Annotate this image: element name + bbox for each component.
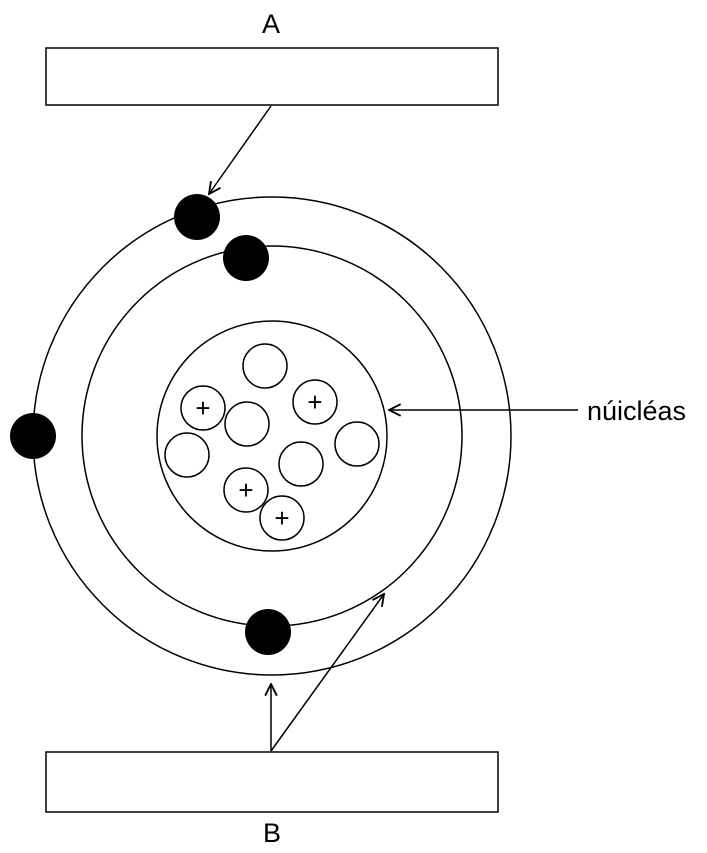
- answer-box-a[interactable]: [45, 47, 499, 106]
- neutron: [334, 421, 380, 467]
- outer-shell: [32, 196, 512, 676]
- arrow-a: [209, 105, 272, 194]
- electron: [10, 413, 56, 459]
- answer-box-b[interactable]: [45, 751, 499, 813]
- neutron: [242, 343, 288, 389]
- proton: +: [259, 495, 305, 541]
- label-a: A: [262, 9, 280, 39]
- nucleus-label: núicléas: [587, 396, 686, 426]
- plus-sign: +: [238, 475, 253, 505]
- neutron: [164, 432, 210, 478]
- inner-shell: [81, 245, 463, 627]
- label-b: B: [263, 818, 281, 848]
- neutron: [278, 441, 324, 487]
- electron: [245, 609, 291, 655]
- electron: [174, 194, 220, 240]
- plus-sign: +: [274, 503, 289, 533]
- electron: [223, 235, 269, 281]
- neutron: [224, 401, 270, 447]
- nucleus: [156, 320, 388, 552]
- proton: +: [180, 385, 226, 431]
- proton: +: [223, 467, 269, 513]
- arrow-b-inner: [270, 594, 384, 752]
- plus-sign: +: [307, 387, 322, 417]
- proton: +: [292, 379, 338, 425]
- plus-sign: +: [195, 393, 210, 423]
